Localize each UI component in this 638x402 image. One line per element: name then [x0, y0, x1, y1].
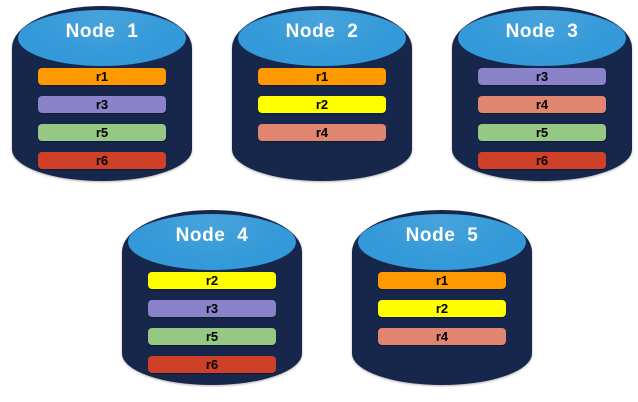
record-bar[interactable]: r6 — [38, 152, 166, 169]
node-label: Node 4 — [175, 225, 249, 246]
record-bar-label: r1 — [435, 273, 449, 288]
record-bar-label: r2 — [315, 97, 329, 112]
record-bar[interactable]: r2 — [378, 300, 506, 317]
cylinder-top-face — [358, 214, 526, 270]
node-label: Node 5 — [405, 225, 479, 246]
record-list: r1 r3 r5 r6 — [38, 68, 166, 180]
record-list: r1 r2 r4 — [258, 68, 386, 152]
record-bar-label: r5 — [95, 125, 109, 140]
node-2[interactable]: Node 2 r1 r2 r4 — [232, 6, 412, 181]
record-bar-label: r1 — [315, 69, 329, 84]
record-bar[interactable]: r3 — [478, 68, 606, 85]
record-bar[interactable]: r4 — [258, 124, 386, 141]
record-bar[interactable]: r4 — [378, 328, 506, 345]
cylinder-top-face — [458, 10, 626, 66]
record-bar[interactable]: r1 — [378, 272, 506, 289]
record-bar-label: r4 — [535, 97, 549, 112]
record-bar[interactable]: r6 — [148, 356, 276, 373]
record-bar-label: r5 — [205, 329, 219, 344]
record-bar-label: r2 — [205, 273, 219, 288]
record-list: r1 r2 r4 — [378, 272, 506, 356]
record-bar[interactable]: r5 — [148, 328, 276, 345]
node-label: Node 3 — [505, 21, 579, 42]
node-5[interactable]: Node 5 r1 r2 r4 — [352, 210, 532, 385]
record-bar[interactable]: r6 — [478, 152, 606, 169]
record-bar-label: r6 — [535, 153, 549, 168]
record-bar[interactable]: r5 — [38, 124, 166, 141]
record-bar-label: r2 — [435, 301, 449, 316]
record-bar-label: r3 — [95, 97, 109, 112]
record-bar[interactable]: r1 — [258, 68, 386, 85]
node-label: Node 1 — [65, 21, 139, 42]
record-bar[interactable]: r2 — [148, 272, 276, 289]
node-1[interactable]: Node 1 r1 r3 r5 r6 — [12, 6, 192, 181]
record-list: r2 r3 r5 r6 — [148, 272, 276, 384]
record-bar-label: r6 — [95, 153, 109, 168]
record-bar[interactable]: r5 — [478, 124, 606, 141]
record-bar-label: r3 — [535, 69, 549, 84]
record-bar[interactable]: r1 — [38, 68, 166, 85]
cylinder-top-face — [238, 10, 406, 66]
record-bar[interactable]: r3 — [38, 96, 166, 113]
record-bar-label: r1 — [95, 69, 109, 84]
record-bar-label: r3 — [205, 301, 219, 316]
node-label: Node 2 — [285, 21, 359, 42]
node-4[interactable]: Node 4 r2 r3 r5 r6 — [122, 210, 302, 385]
record-bar-label: r6 — [205, 357, 219, 372]
cylinder-top-face — [128, 214, 296, 270]
node-3[interactable]: Node 3 r3 r4 r5 r6 — [452, 6, 632, 181]
record-list: r3 r4 r5 r6 — [478, 68, 606, 180]
cylinder-top-face — [18, 10, 186, 66]
record-bar[interactable]: r4 — [478, 96, 606, 113]
record-bar-label: r5 — [535, 125, 549, 140]
record-bar-label: r4 — [435, 329, 449, 344]
record-bar[interactable]: r2 — [258, 96, 386, 113]
record-bar[interactable]: r3 — [148, 300, 276, 317]
record-bar-label: r4 — [315, 125, 329, 140]
